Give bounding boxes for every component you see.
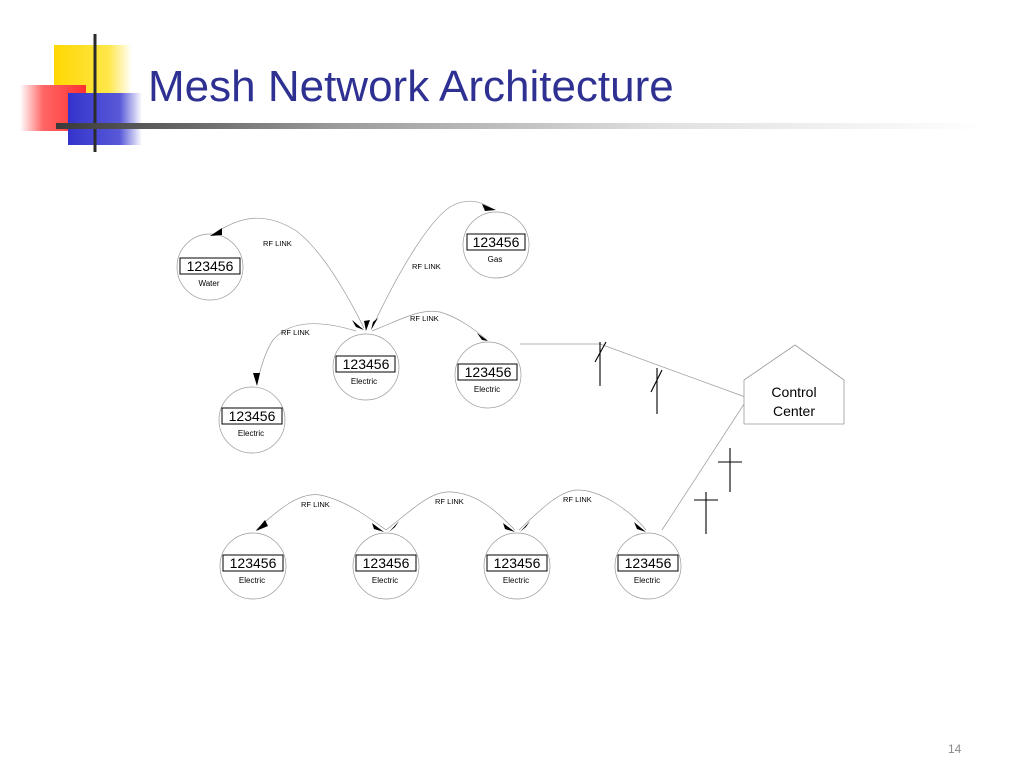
meter-type-label: Water [198,279,219,288]
utility-pole-crossarm [650,369,663,393]
rf-link-label: RF LINK [412,262,441,271]
rf-link-label: RF LINK [410,314,439,323]
arrowhead [364,320,370,331]
arrowhead [372,523,384,532]
meter-number-box [617,554,679,572]
logo-icon [20,34,142,152]
rf-link-arc [371,201,495,329]
meter-number: 123456 [229,408,276,424]
rf-link-label: RF LINK [301,500,330,509]
rf-link-label: RF LINK [435,497,464,506]
arrowhead [256,520,268,531]
arrowhead [482,204,496,211]
control-center-house [743,344,845,425]
meter-number-box [179,257,241,275]
meter-type-label: Electric [634,576,660,585]
control-center-label: Control [771,384,816,400]
rf-link-arc [210,217,365,329]
rf-link-label: RF LINK [563,495,592,504]
meter-number: 123456 [363,555,410,571]
rf-link-arc [518,489,647,531]
meter-circle [454,341,522,409]
rf-link-arc [255,494,387,531]
meter-number-box [486,554,548,572]
control-center-label: Center [773,403,815,419]
meter-circle [462,211,530,279]
meter-type-label: Electric [351,377,377,386]
meter-circle [218,386,286,454]
arrowhead [634,522,646,532]
rf-link-label: RF LINK [281,328,310,337]
arrowhead [503,523,515,532]
meter-number-box [355,554,417,572]
meter-circle [332,333,400,401]
meter-circle [176,233,244,301]
meter-number-box [466,233,526,251]
utility-pole-crossarm [594,341,607,363]
meter-circle [483,532,551,600]
meter-number-box [457,363,518,381]
arrowhead [477,333,488,341]
meter-type-label: Electric [238,429,264,438]
meter-number: 123456 [465,364,512,380]
meter-number-box [222,554,284,572]
meter-type-label: Electric [474,385,500,394]
backhaul-line [520,343,749,399]
arrowhead [389,521,399,532]
rf-link-label: RF LINK [263,239,292,248]
meter-number-box [335,355,396,373]
meter-number: 123456 [494,555,541,571]
backhaul-line [661,397,749,531]
arrowhead [371,318,378,330]
meter-type-label: Electric [239,576,265,585]
rf-link-arc [371,310,488,341]
rf-link-arc [256,323,357,385]
title-rule [56,123,986,129]
meter-circle [219,532,287,600]
meter-circle [614,532,682,600]
page-number: 14 [948,742,962,756]
meter-type-label: Electric [372,576,398,585]
meter-number: 123456 [230,555,277,571]
meter-number: 123456 [473,234,520,250]
arrowhead [520,521,530,532]
meter-number: 123456 [343,356,390,372]
meter-type-label: Gas [488,255,503,264]
arrowhead [210,228,222,236]
rf-link-arc [385,491,516,531]
meter-number: 123456 [625,555,672,571]
meter-number: 123456 [187,258,234,274]
meter-circle [352,532,420,600]
arrowhead [352,320,364,330]
meter-number-box [221,407,283,425]
arrowhead [253,373,260,386]
page-title: Mesh Network Architecture [148,62,674,111]
meter-type-label: Electric [503,576,529,585]
